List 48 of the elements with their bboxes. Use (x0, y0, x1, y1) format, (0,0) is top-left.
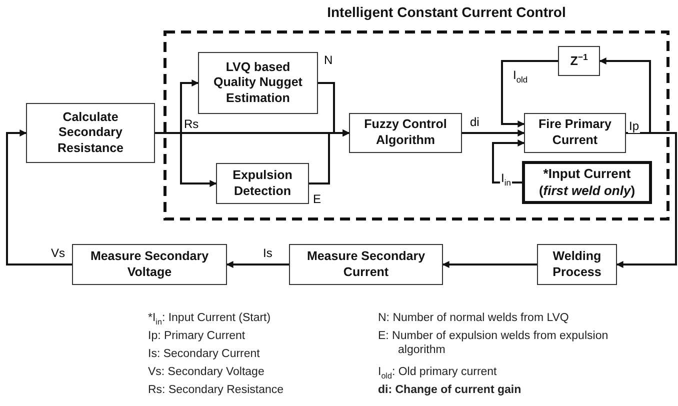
edge-label: Is (262, 247, 274, 260)
box-label: Measure Secondary Current (306, 248, 426, 280)
edge-label: Vs (50, 247, 66, 260)
note-text: Rs: Secondary Resistance (148, 384, 284, 398)
arrow (442, 261, 537, 268)
box-label: Calculate Secondary Resistance (56, 110, 124, 156)
box-label: Measure Secondary Voltage (89, 248, 210, 280)
edge-label: Ip (628, 120, 640, 134)
arrow (6, 130, 72, 266)
edge-label: Rs (183, 118, 200, 132)
arrow (501, 60, 558, 128)
box-label: Z$^{−1}$ (570, 52, 588, 70)
arrow (616, 132, 677, 268)
box-label: *Input Current (543, 166, 631, 182)
note-text: Ip: Primary Current (148, 330, 246, 344)
note-text: Is: Secondary Current (148, 348, 260, 362)
box-label: Fuzzy Control Algorithm (363, 117, 448, 149)
edge-label: I$_{old}$ (512, 69, 529, 85)
edge-label: di (469, 116, 480, 130)
arrow (226, 261, 289, 268)
arrow (492, 140, 525, 184)
arrow (599, 58, 651, 134)
note-text: N: Number of normal welds from LVQ (378, 312, 569, 326)
box-label: Fire Primary Current (538, 117, 612, 149)
process-box (216, 163, 309, 204)
process-box (524, 113, 626, 153)
input-box (522, 161, 652, 204)
delay-box (558, 46, 600, 76)
group-title: Intelligent Constant Current Control (327, 4, 566, 22)
process-box (349, 113, 462, 153)
process-box (537, 244, 617, 285)
note-text: di: Change of current gain (378, 384, 522, 398)
box-note: (first weld only) (538, 182, 636, 199)
arrow (309, 130, 350, 184)
control-group (163, 4, 670, 221)
note-text: Vs: Secondary Voltage (148, 366, 264, 380)
process-box (26, 103, 155, 163)
box-label: Welding Process (552, 248, 602, 280)
process-box (72, 244, 227, 285)
process-box (198, 52, 318, 114)
edge-label: I$_{in}$ (500, 172, 512, 188)
process-box (289, 244, 443, 285)
box-label: Expulsion Detection (232, 168, 294, 200)
note-text: E: Number of expulsion welds from expulsion algorithm (378, 330, 610, 358)
note-text: *I$_{in}$: Input Current (Start) (148, 312, 271, 327)
note-text: I$_{old}$: Old primary current (378, 366, 497, 381)
box-label: LVQ based Quality Nugget Estimation (212, 60, 304, 106)
arrow (462, 130, 525, 136)
